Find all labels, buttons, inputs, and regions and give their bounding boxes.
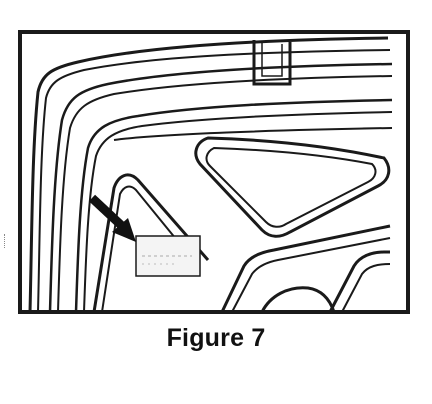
- lower-right-cutout: [328, 250, 390, 313]
- scan-artifact: [4, 234, 7, 248]
- panel-channel-2-inner: [83, 111, 393, 313]
- bottom-arch: [260, 286, 336, 313]
- figure-caption: Figure 7: [166, 324, 266, 352]
- arrow-icon: [88, 194, 136, 242]
- left-brace-outer: [92, 173, 210, 313]
- triangular-cutout-inner: [205, 146, 377, 228]
- triangular-cutout-outer: [194, 136, 391, 238]
- latch-notch-inner: [261, 42, 283, 77]
- panel-channel: [48, 62, 393, 313]
- panel-outer-edge: [28, 36, 389, 313]
- lower-right-brace-inner: [231, 237, 391, 313]
- front-rail: [113, 127, 393, 141]
- hood-underside-diagram: [18, 30, 410, 314]
- lower-right-brace-outer: [220, 224, 391, 313]
- lower-right-cutout-inner: [341, 263, 391, 313]
- diagram-canvas: [18, 30, 410, 314]
- latch-notch: [252, 40, 292, 86]
- panel-channel-inner: [57, 75, 393, 313]
- panel-channel-2: [74, 98, 393, 313]
- panel-outer-edge-inner: [37, 49, 391, 313]
- left-brace-inner: [101, 185, 199, 313]
